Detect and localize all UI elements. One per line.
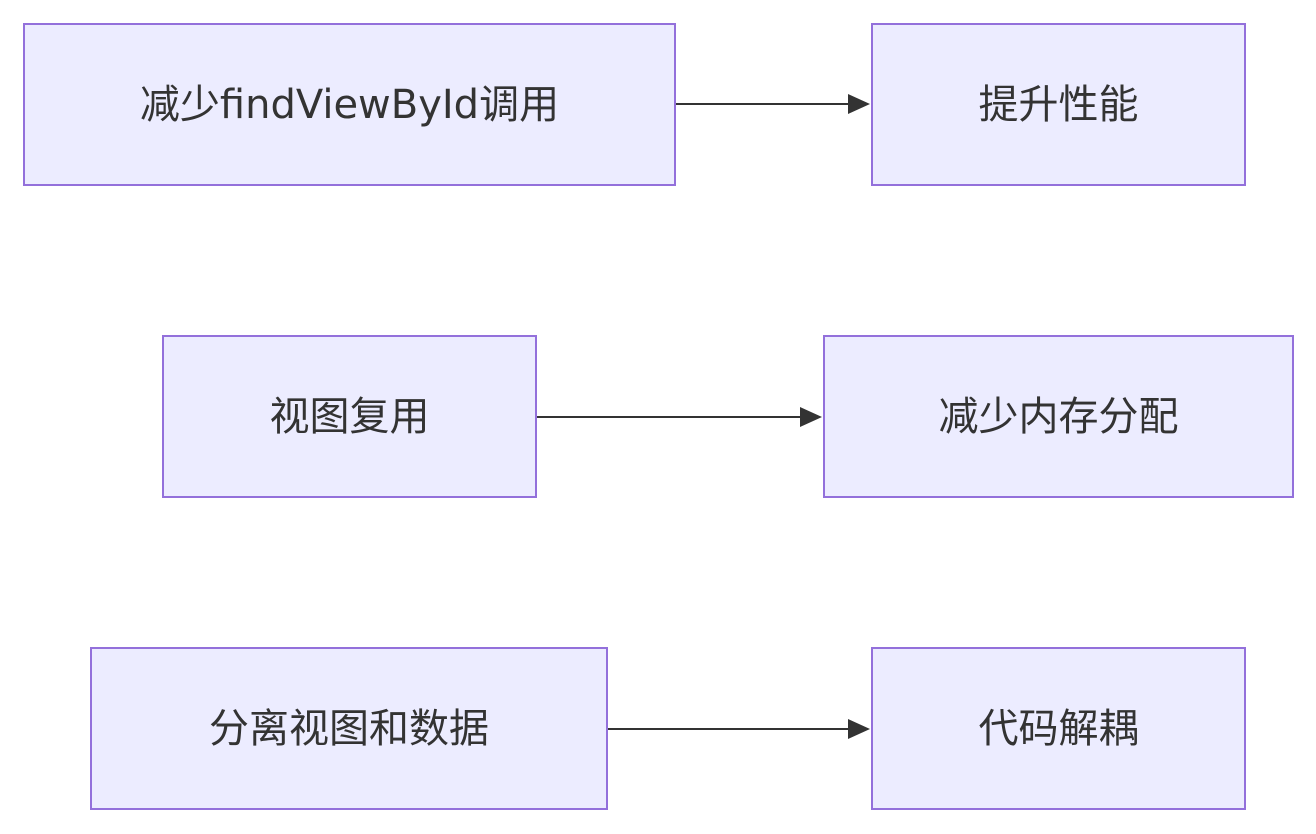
- node-label: 视图复用: [269, 393, 430, 440]
- node-label: 分离视图和数据: [209, 705, 489, 752]
- node-code-decoupling: 代码解耦: [871, 647, 1246, 810]
- node-label: 提升性能: [978, 81, 1139, 128]
- arrowhead-icon: [800, 407, 822, 427]
- arrowhead-icon: [848, 719, 870, 739]
- node-label: 代码解耦: [978, 705, 1139, 752]
- node-reduce-memory: 减少内存分配: [823, 335, 1294, 498]
- node-reduce-findviewbyid: 减少findViewById调用: [23, 23, 676, 186]
- node-view-reuse: 视图复用: [162, 335, 537, 498]
- arrowhead-icon: [848, 94, 870, 114]
- node-separate-view-data: 分离视图和数据: [90, 647, 608, 810]
- node-improve-performance: 提升性能: [871, 23, 1246, 186]
- node-label: 减少内存分配: [938, 393, 1179, 440]
- node-label: 减少findViewById调用: [139, 81, 560, 128]
